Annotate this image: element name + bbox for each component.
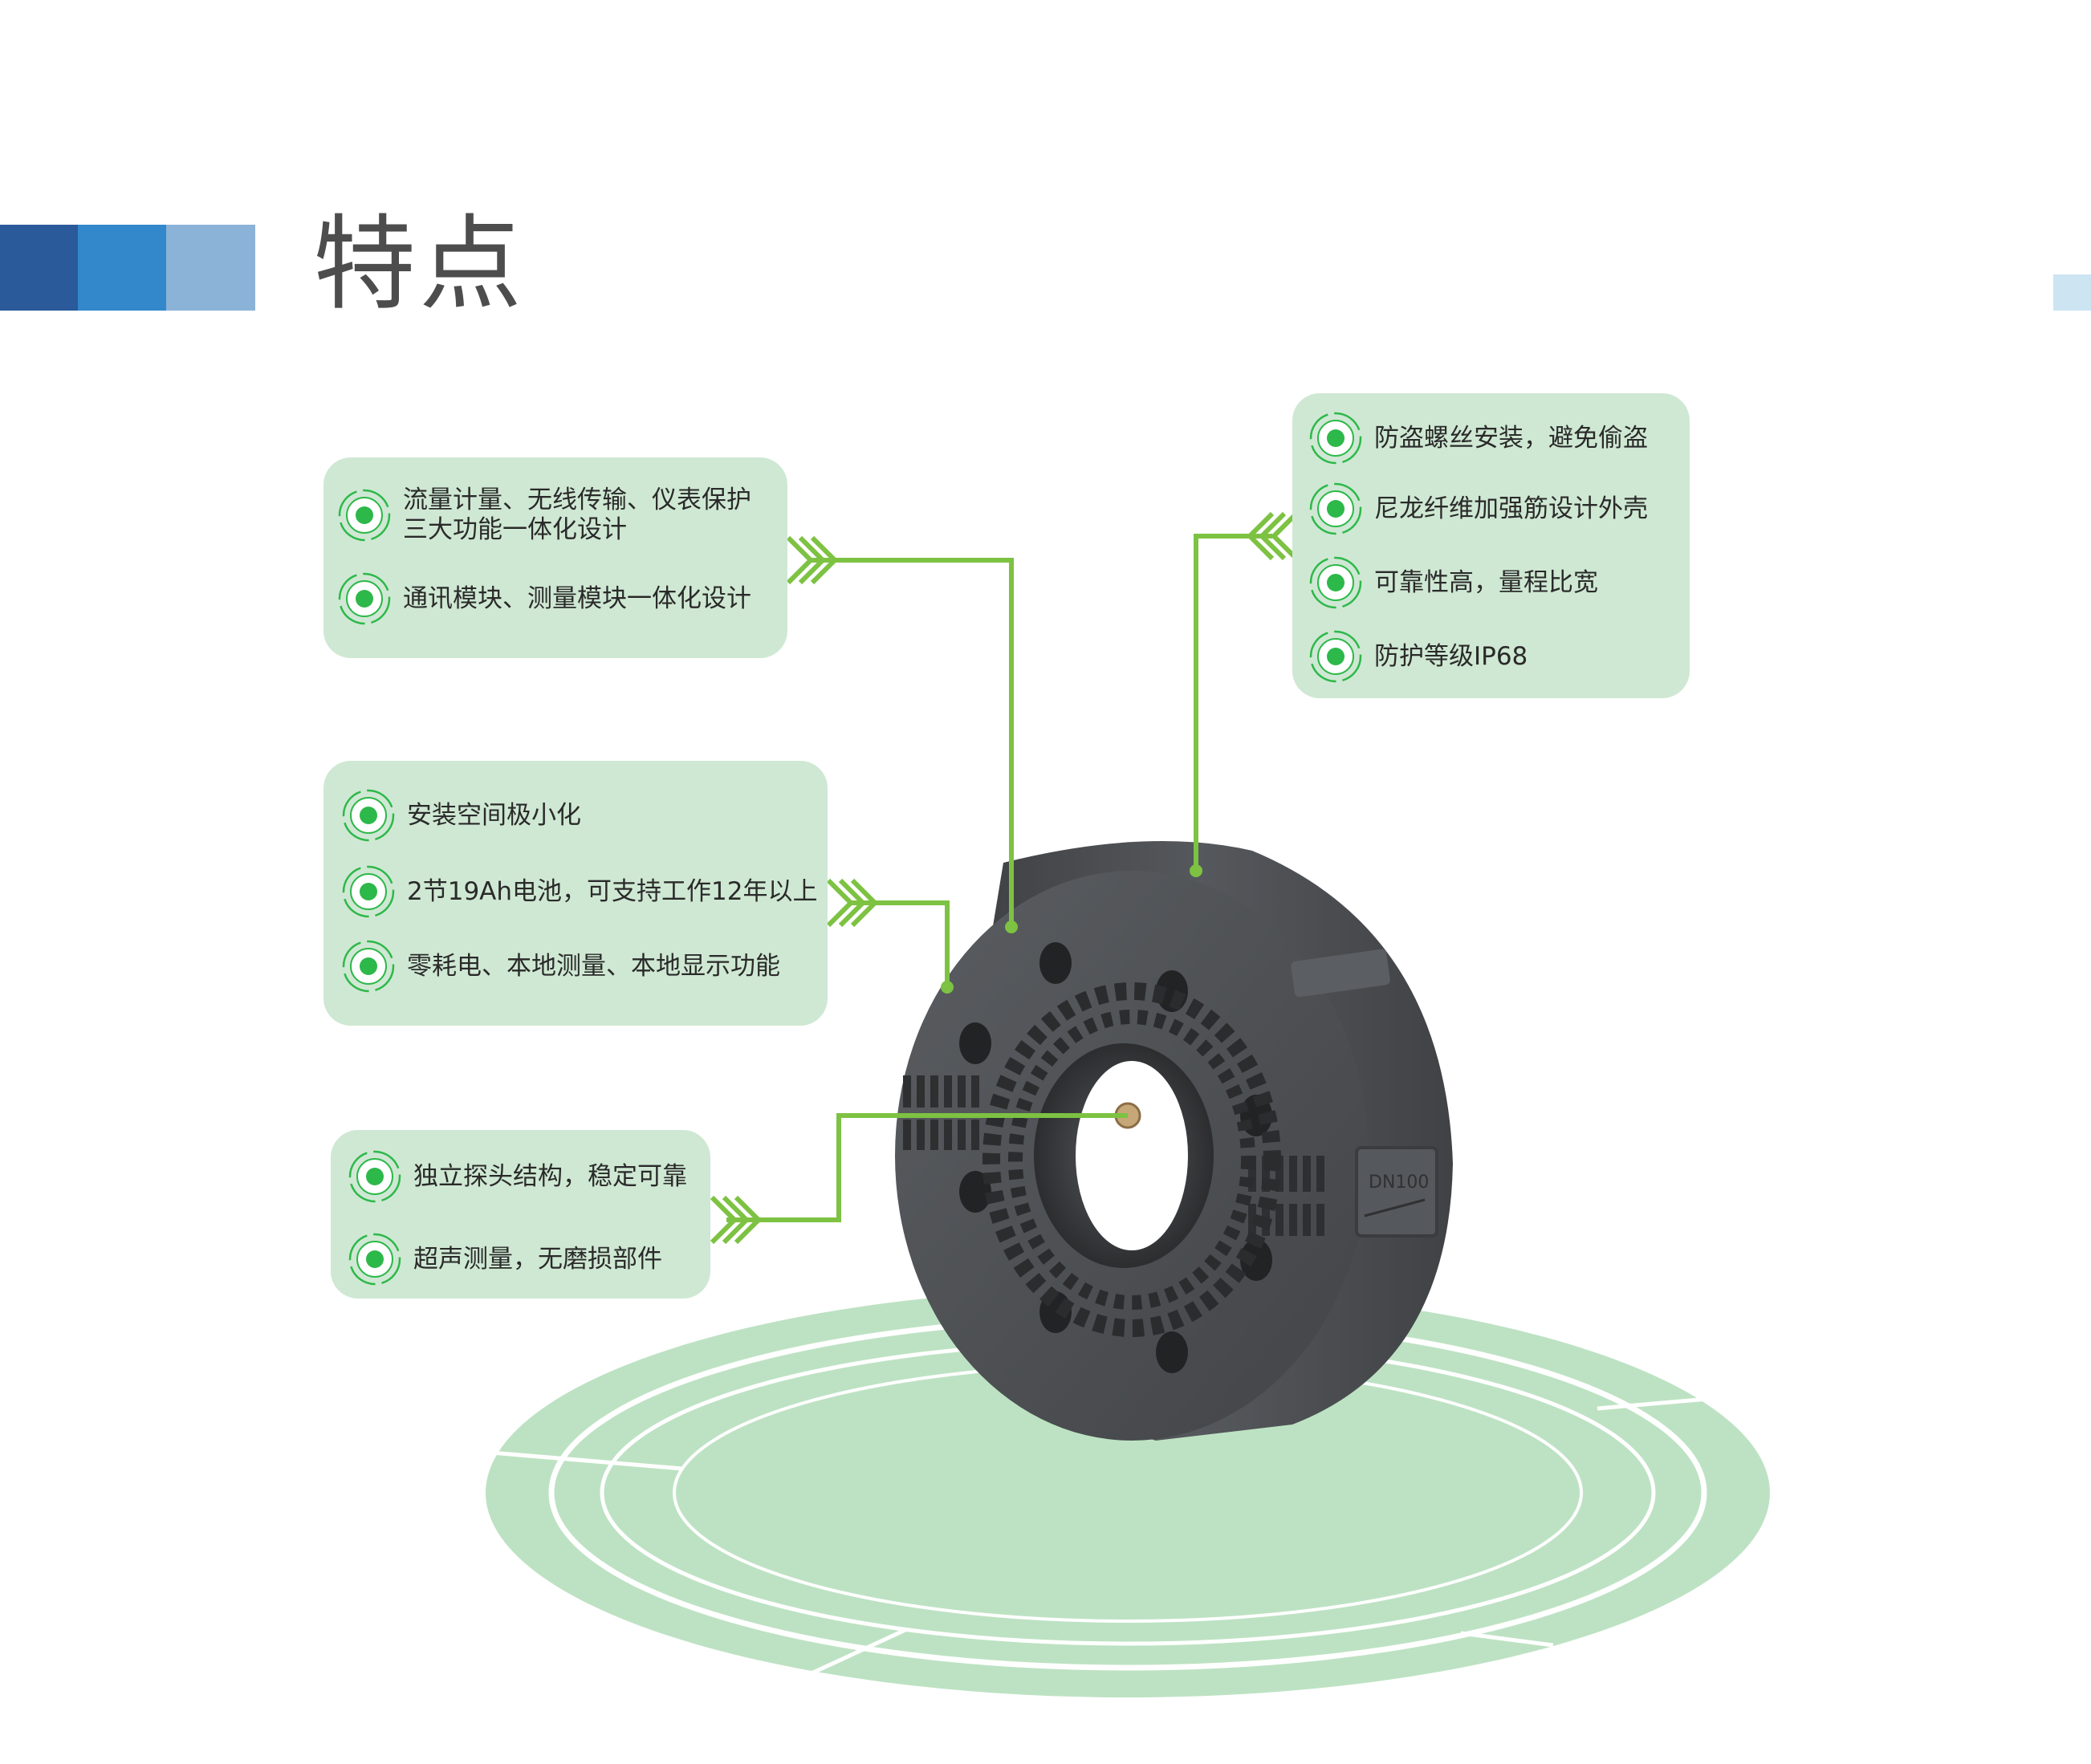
feature-text-line: 防盗螺丝安装，避免偷盗 (1374, 423, 1648, 453)
title-deco-block-dark (0, 225, 78, 311)
feature-panel-bottom-left (331, 1130, 710, 1299)
title-deco-block-mid (78, 225, 166, 311)
target-bullet-icon (348, 1150, 401, 1203)
feature-item: 通讯模块、测量模块一体化设计 (337, 571, 751, 626)
edge-deco-block (2053, 274, 2091, 311)
feature-item: 流量计量、无线传输、仪表保护 三大功能一体化设计 (337, 486, 751, 545)
feature-text-line: 通讯模块、测量模块一体化设计 (403, 583, 751, 613)
feature-panel-top-left (323, 457, 787, 658)
target-bullet-icon (342, 865, 395, 918)
feature-item: 防护等级IP68 (1308, 629, 1528, 684)
feature-item: 零耗电、本地测量、本地显示功能 (341, 939, 780, 994)
target-bullet-icon (342, 940, 395, 993)
feature-text-line: 防护等级IP68 (1374, 641, 1528, 671)
feature-text-line: 尼龙纤维加强筋设计外壳 (1374, 494, 1648, 523)
feature-item: 2节19Ah电池，可支持工作12年以上 (341, 864, 817, 919)
feature-text-line: 安装空间极小化 (407, 800, 581, 830)
connector-dots (941, 864, 1202, 994)
target-bullet-icon (338, 489, 391, 542)
target-bullet-icon (348, 1233, 401, 1286)
chevron-arrows (710, 511, 1299, 1245)
page-title: 特点 (313, 205, 526, 324)
feature-text-line: 2节19Ah电池，可支持工作12年以上 (407, 876, 818, 906)
target-bullet-icon (1309, 630, 1362, 683)
feature-text-line: 可靠性高，量程比宽 (1374, 567, 1598, 597)
feature-text-line: 流量计量、无线传输、仪表保护 (403, 486, 751, 514)
feature-item: 尼龙纤维加强筋设计外壳 (1308, 482, 1648, 536)
feature-text-line: 零耗电、本地测量、本地显示功能 (407, 951, 780, 981)
feature-text-line: 独立探头结构，稳定可靠 (413, 1161, 687, 1191)
feature-item: 防盗螺丝安装，避免偷盗 (1308, 411, 1648, 465)
target-bullet-icon (338, 572, 391, 625)
feature-item: 独立探头结构，稳定可靠 (348, 1149, 687, 1204)
feature-item: 可靠性高，量程比宽 (1308, 555, 1598, 610)
feature-text-line: 三大功能一体化设计 (403, 515, 627, 544)
feature-panel-mid-left (323, 761, 828, 1026)
target-bullet-icon (1309, 556, 1362, 609)
feature-text-line: 超声测量，无磨损部件 (413, 1244, 662, 1274)
target-bullet-icon (1309, 412, 1362, 465)
size-label: DN100 (1369, 1173, 1429, 1193)
title-deco-block-light (166, 225, 255, 311)
flow-meter-device: DN100 (895, 841, 1453, 1441)
target-bullet-icon (342, 789, 395, 842)
feature-item: 超声测量，无磨损部件 (348, 1232, 662, 1286)
target-bullet-icon (1309, 482, 1362, 535)
feature-item: 安装空间极小化 (341, 788, 581, 843)
ground-rings (486, 1288, 1770, 1697)
